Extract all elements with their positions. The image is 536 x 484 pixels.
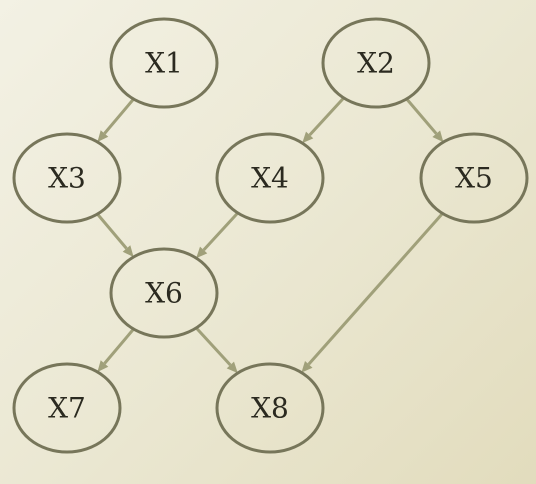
node-x2: X2 <box>321 17 431 109</box>
node-label: X6 <box>145 277 183 310</box>
node-ellipse <box>321 17 431 109</box>
edge-x2-x4 <box>302 96 345 144</box>
edge-x1-x3 <box>97 98 135 142</box>
edge-line <box>103 98 135 135</box>
edge-x4-x6 <box>196 211 239 259</box>
edge-x6-x7 <box>97 328 135 372</box>
arrow-head-icon <box>97 360 109 372</box>
node-ellipse <box>419 132 529 224</box>
arrow-head-icon <box>97 130 109 142</box>
arrow-head-icon <box>122 245 134 257</box>
node-ellipse <box>215 362 325 454</box>
edge-x5-x8 <box>301 212 444 373</box>
node-ellipse <box>12 132 122 224</box>
node-label: X1 <box>145 47 183 80</box>
node-x6: X6 <box>109 247 219 339</box>
node-x5: X5 <box>419 132 529 224</box>
edge-x2-x5 <box>405 97 444 143</box>
node-x3: X3 <box>12 132 122 224</box>
edge-x6-x8 <box>195 326 238 374</box>
edge-line <box>405 97 438 135</box>
edge-line <box>308 96 345 137</box>
edges-layer <box>96 96 444 374</box>
node-x8: X8 <box>215 362 325 454</box>
edge-line <box>195 326 232 367</box>
node-label: X2 <box>357 47 395 80</box>
node-ellipse <box>109 247 219 339</box>
arrow-head-icon <box>301 361 313 373</box>
edge-line <box>307 212 444 366</box>
arrow-head-icon <box>432 130 444 143</box>
node-label: X5 <box>455 162 493 195</box>
node-label: X4 <box>251 162 289 195</box>
arrow-head-icon <box>302 131 314 144</box>
arrow-head-icon <box>226 361 238 374</box>
node-x7: X7 <box>12 362 122 454</box>
node-x1: X1 <box>109 17 219 109</box>
edge-line <box>96 213 128 250</box>
edge-line <box>202 211 239 252</box>
node-label: X8 <box>251 392 289 425</box>
arrow-head-icon <box>196 246 208 259</box>
node-ellipse <box>12 362 122 454</box>
edge-x3-x6 <box>96 213 134 257</box>
node-ellipse <box>215 132 325 224</box>
node-x4: X4 <box>215 132 325 224</box>
node-label: X3 <box>48 162 86 195</box>
node-ellipse <box>109 17 219 109</box>
node-label: X7 <box>48 392 86 425</box>
edge-line <box>103 328 135 365</box>
